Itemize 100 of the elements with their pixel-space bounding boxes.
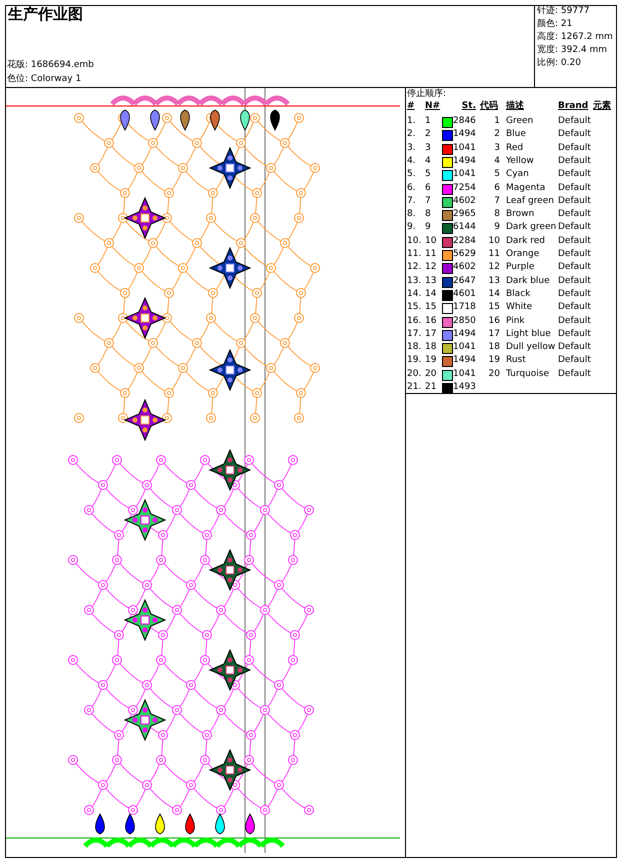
stitch-count: 2284 xyxy=(453,236,476,247)
brand-value: Default xyxy=(558,129,591,140)
needle-number: 11 xyxy=(425,249,436,260)
row-number: 16. xyxy=(407,316,422,326)
stat-text: 高度: 1267.2 mm xyxy=(537,32,613,43)
stitch-count: 1494 xyxy=(453,328,476,340)
color-code: 1 xyxy=(494,116,500,127)
row-number: 11. xyxy=(407,249,422,260)
color-name: Cyan xyxy=(506,169,529,180)
stat-text: 比例: 0.20 xyxy=(537,58,581,69)
stitch-count: 1041 xyxy=(453,169,476,180)
color-code: 11 xyxy=(488,249,500,260)
row-number: 7. xyxy=(407,196,416,207)
color-code: 8 xyxy=(494,209,500,220)
color-code: 15 xyxy=(488,302,500,314)
stitch-count: 1041 xyxy=(453,142,476,154)
brand-value: Default xyxy=(558,316,591,326)
column-header: 描述 xyxy=(506,101,524,112)
needle-number: 8 xyxy=(425,209,431,220)
needle-number: 20 xyxy=(425,368,436,380)
color-name: Orange xyxy=(506,249,540,260)
color-name: Dark blue xyxy=(506,276,550,287)
brand-value: Default xyxy=(558,142,591,154)
brand-value: Default xyxy=(558,196,591,207)
brand-value: Default xyxy=(558,262,591,274)
column-header: Brand xyxy=(558,101,588,112)
color-name: Rust xyxy=(506,355,526,366)
stitch-count: 1493 xyxy=(453,382,476,393)
needle-number: 13 xyxy=(425,276,436,287)
stitch-count: 2846 xyxy=(453,116,476,127)
needle-number: 2 xyxy=(425,129,431,140)
row-number: 2. xyxy=(407,129,416,140)
color-code: 19 xyxy=(488,355,500,366)
row-number: 19. xyxy=(407,355,422,366)
color-code: 4 xyxy=(494,156,500,167)
stitch-count: 4602 xyxy=(453,196,476,207)
row-number: 10. xyxy=(407,236,422,247)
stitch-count: 1494 xyxy=(453,129,476,140)
color-name: Blue xyxy=(506,129,526,140)
row-number: 12. xyxy=(407,262,422,274)
brand-value: Default xyxy=(558,276,591,287)
needle-number: 17 xyxy=(425,328,436,340)
color-name: Pink xyxy=(506,316,525,326)
color-name: Purple xyxy=(506,262,534,274)
brand-value: Default xyxy=(558,209,591,220)
brand-value: Default xyxy=(558,222,591,234)
needle-number: 3 xyxy=(425,142,431,154)
needle-number: 1 xyxy=(425,116,431,127)
row-number: 14. xyxy=(407,288,422,300)
needle-number: 21 xyxy=(425,382,436,393)
stitch-count: 1041 xyxy=(453,368,476,380)
color-name: Light blue xyxy=(506,328,551,340)
brand-value: Default xyxy=(558,156,591,167)
needle-number: 19 xyxy=(425,355,436,366)
stitch-count: 2965 xyxy=(453,209,476,220)
brand-value: Default xyxy=(558,368,591,380)
needle-number: 15 xyxy=(425,302,436,314)
stat-text: 颜色: 21 xyxy=(537,19,572,30)
color-code: 7 xyxy=(494,196,500,207)
row-number: 4. xyxy=(407,156,416,167)
column-header: # xyxy=(407,101,415,112)
needle-number: 16 xyxy=(425,316,436,326)
stat-text: 针迹: 59777 xyxy=(537,6,590,17)
color-code: 9 xyxy=(494,222,500,234)
brand-value: Default xyxy=(558,328,591,340)
stat-text: 宽度: 392.4 mm xyxy=(537,45,608,56)
needle-number: 7 xyxy=(425,196,431,207)
row-number: 18. xyxy=(407,342,422,354)
column-header: St. xyxy=(462,101,476,112)
needle-number: 12 xyxy=(425,262,436,274)
column-header: N# xyxy=(425,101,440,112)
color-name: Leaf green xyxy=(506,196,554,207)
stitch-count: 1718 xyxy=(453,302,476,314)
row-number: 13. xyxy=(407,276,422,287)
stitch-count: 7254 xyxy=(453,182,476,194)
row-number: 1. xyxy=(407,116,416,127)
color-name: Red xyxy=(506,142,524,154)
color-name: Green xyxy=(506,116,534,127)
row-number: 9. xyxy=(407,222,416,234)
stitch-count: 2647 xyxy=(453,276,476,287)
color-code: 14 xyxy=(488,288,500,300)
color-name: Brown xyxy=(506,209,534,220)
color-code: 16 xyxy=(488,316,500,326)
row-number: 20. xyxy=(407,368,422,380)
row-number: 21. xyxy=(407,382,422,393)
color-code: 5 xyxy=(494,169,500,180)
color-name: Turquoise xyxy=(506,368,550,380)
needle-number: 4 xyxy=(425,156,431,167)
color-name: Dull yellow xyxy=(506,342,556,354)
brand-value: Default xyxy=(558,249,591,260)
color-name: White xyxy=(506,302,532,314)
row-number: 8. xyxy=(407,209,416,220)
color-name: Black xyxy=(506,288,530,300)
stitch-count: 5629 xyxy=(453,249,476,260)
needle-number: 10 xyxy=(425,236,436,247)
color-code: 2 xyxy=(494,129,500,140)
color-code: 12 xyxy=(488,262,500,274)
color-code: 18 xyxy=(488,342,500,354)
stitch-count: 1494 xyxy=(453,156,476,167)
stitch-count: 2850 xyxy=(453,316,476,326)
